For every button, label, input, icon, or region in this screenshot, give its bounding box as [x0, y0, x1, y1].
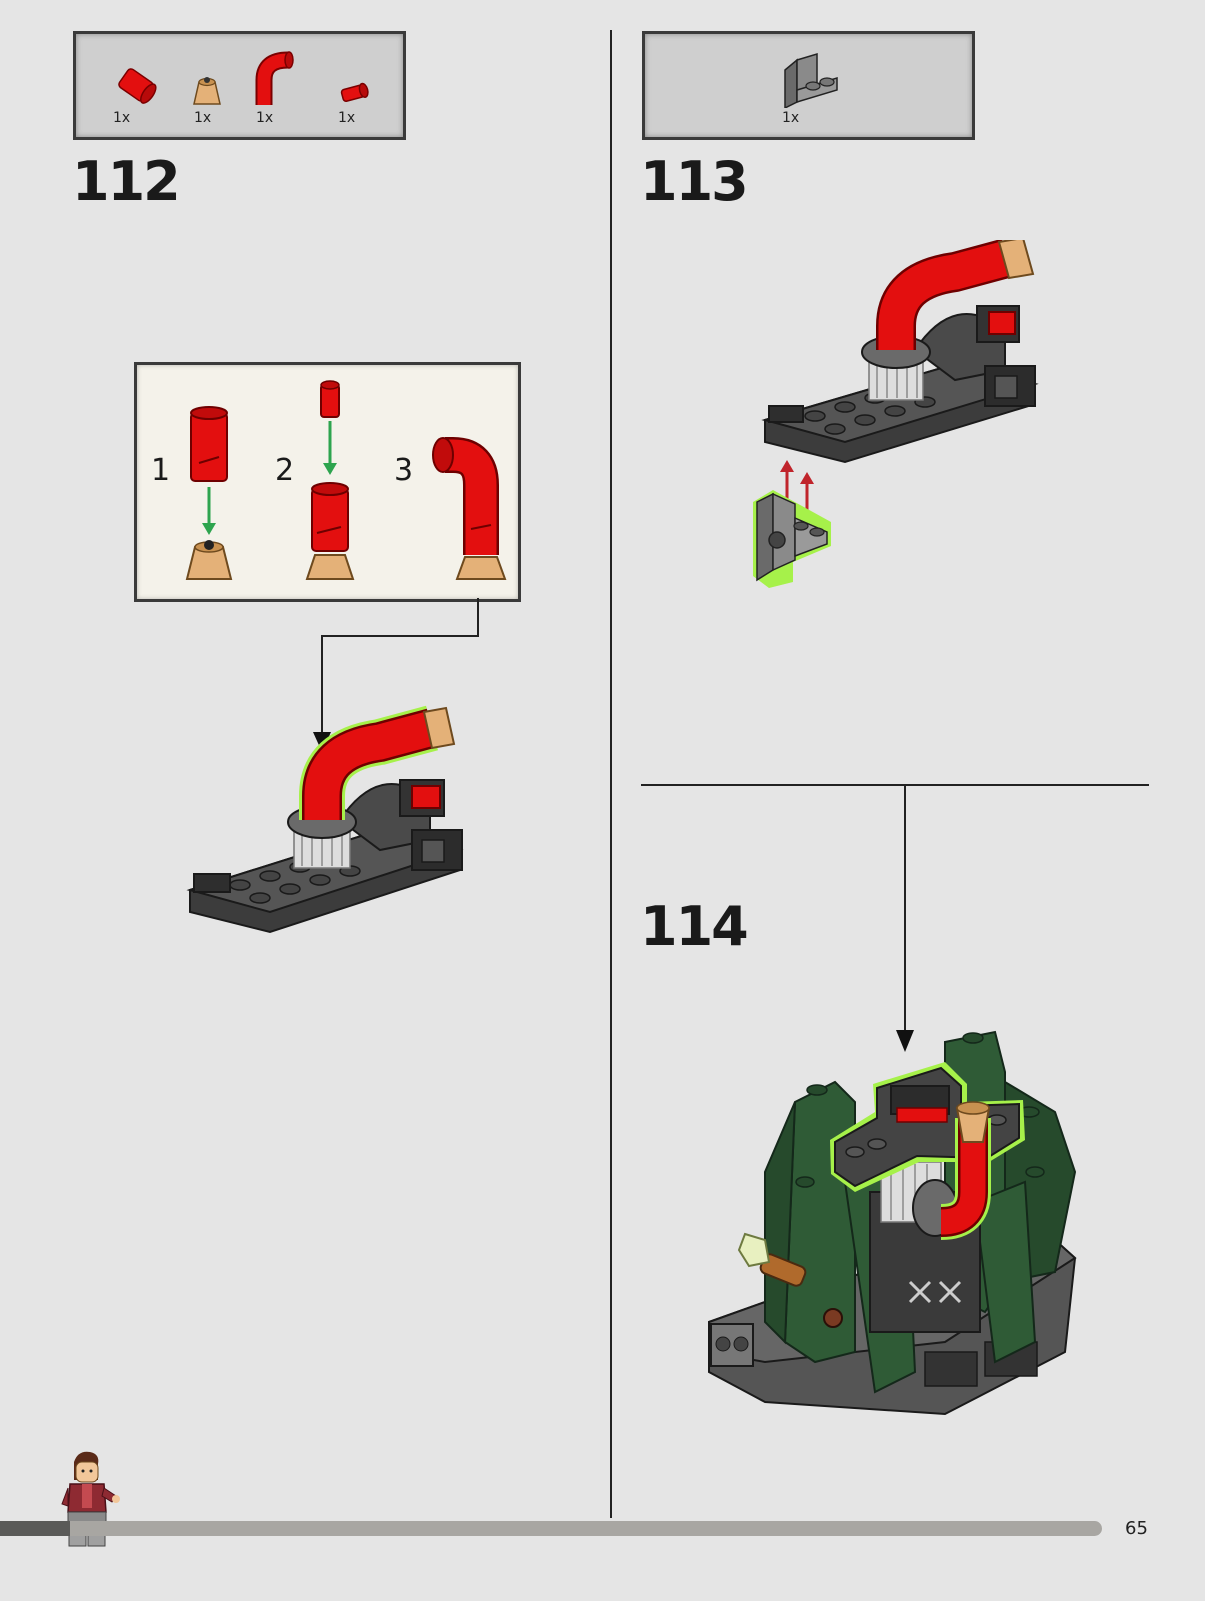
step-114-model-illustration — [705, 1022, 1090, 1417]
callout-pointer — [0, 0, 600, 760]
step-number: 114 — [640, 895, 747, 958]
column-divider — [610, 30, 612, 1518]
step-number: 113 — [640, 150, 747, 213]
progress-bar-track — [0, 1521, 1102, 1536]
progress-bar-fill — [0, 1521, 70, 1536]
gray-bracket-icon — [781, 50, 841, 108]
page-number: 65 — [1125, 1518, 1148, 1539]
step-112-model-illustration — [180, 700, 480, 940]
step-113-parts-box: 1x — [642, 31, 975, 140]
step-114-pointer — [890, 784, 920, 1058]
part-qty: 1x — [782, 110, 799, 126]
step-113-model-illustration — [745, 240, 1045, 600]
